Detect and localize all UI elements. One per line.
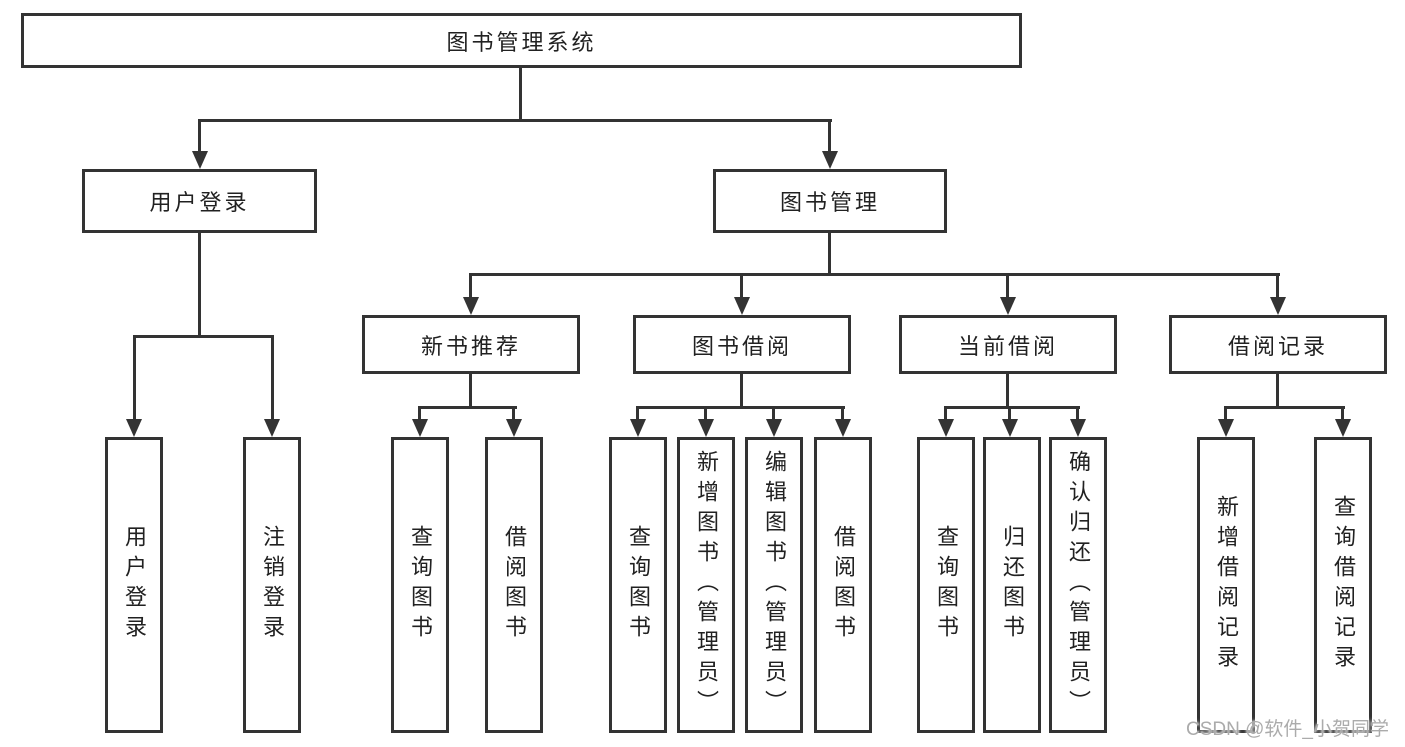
arrow-down-icon	[1000, 297, 1016, 315]
connector-hline	[636, 406, 845, 409]
connector-vline	[772, 406, 775, 421]
connector-vline	[418, 406, 421, 421]
leaf-label: 归还图书	[1000, 525, 1025, 645]
arrow-down-icon	[734, 297, 750, 315]
connector-vline	[198, 119, 201, 155]
node-book-management: 图书管理	[713, 169, 947, 233]
leaf-label: 用户登录	[122, 525, 147, 645]
csdn-watermark: CSDN @软件_小贺同学	[1186, 719, 1389, 740]
connector-hline	[944, 406, 1080, 409]
leaf-label: 查询图书	[626, 525, 651, 645]
leaf-label: 查询借阅记录	[1331, 495, 1356, 675]
connector-hline	[133, 335, 274, 338]
connector-vline	[133, 335, 136, 421]
node-book-borrowing: 图书借阅	[633, 315, 851, 374]
leaf-user-login: 用户登录	[105, 437, 163, 733]
arrow-down-icon	[463, 297, 479, 315]
arrow-down-icon	[822, 151, 838, 169]
leaf-edit-books-admin: 编辑图书（管理员）	[745, 437, 803, 733]
connector-vline	[512, 406, 515, 421]
connector-vline	[740, 374, 743, 406]
connector-vline	[469, 374, 472, 406]
node-label: 当前借阅	[957, 333, 1058, 359]
connector-vline	[1008, 406, 1011, 421]
node-label: 借阅记录	[1227, 333, 1328, 359]
connector-vline	[1224, 406, 1227, 421]
arrow-down-icon	[630, 419, 646, 437]
connector-vline	[841, 406, 844, 421]
arrow-down-icon	[698, 419, 714, 437]
connector-vline	[740, 273, 743, 299]
arrow-down-icon	[412, 419, 428, 437]
leaf-confirm-return-admin: 确认归还（管理员）	[1049, 437, 1107, 733]
connector-vline	[469, 273, 472, 299]
node-label: 图书管理系统	[446, 29, 597, 55]
node-borrow-records: 借阅记录	[1169, 315, 1387, 374]
arrow-down-icon	[1270, 297, 1286, 315]
node-library-system: 图书管理系统	[21, 13, 1022, 68]
node-label: 新书推荐	[420, 333, 521, 359]
arrow-down-icon	[766, 419, 782, 437]
arrow-down-icon	[938, 419, 954, 437]
connector-vline	[271, 335, 274, 421]
leaf-label: 借阅图书	[831, 525, 856, 645]
arrow-down-icon	[1070, 419, 1086, 437]
connector-vline	[828, 233, 831, 273]
leaf-label: 新增图书（管理员）	[694, 450, 719, 720]
arrow-down-icon	[126, 419, 142, 437]
leaf-query-books-current: 查询图书	[917, 437, 975, 733]
leaf-borrow-books-new: 借阅图书	[485, 437, 543, 733]
node-label: 用户登录	[149, 190, 250, 215]
leaf-label: 确认归还（管理员）	[1066, 450, 1091, 720]
leaf-logout: 注销登录	[243, 437, 301, 733]
connector-vline	[1076, 406, 1079, 421]
node-label: 图书管理	[779, 190, 880, 215]
leaf-borrow-books: 借阅图书	[814, 437, 872, 733]
node-current-borrowing: 当前借阅	[899, 315, 1117, 374]
connector-hline	[418, 406, 517, 409]
arrow-down-icon	[1218, 419, 1234, 437]
connector-vline	[1276, 273, 1279, 299]
leaf-label: 编辑图书（管理员）	[762, 450, 787, 720]
connector-vline	[1006, 273, 1009, 299]
leaf-label: 查询图书	[934, 525, 959, 645]
connector-hline	[1224, 406, 1345, 409]
connector-vline	[198, 233, 201, 335]
connector-vline	[944, 406, 947, 421]
connector-vline	[1341, 406, 1344, 421]
connector-vline	[1006, 374, 1009, 406]
leaf-add-books-admin: 新增图书（管理员）	[677, 437, 735, 733]
connector-vline	[519, 68, 522, 120]
node-new-book-recommend: 新书推荐	[362, 315, 580, 374]
arrow-down-icon	[1335, 419, 1351, 437]
leaf-add-borrow-record: 新增借阅记录	[1197, 437, 1255, 733]
leaf-label: 借阅图书	[502, 525, 527, 645]
leaf-query-books-borrow: 查询图书	[609, 437, 667, 733]
connector-vline	[704, 406, 707, 421]
leaf-return-books: 归还图书	[983, 437, 1041, 733]
leaf-query-books-new: 查询图书	[391, 437, 449, 733]
connector-hline	[198, 119, 832, 122]
connector-vline	[828, 119, 831, 155]
arrow-down-icon	[1002, 419, 1018, 437]
arrow-down-icon	[264, 419, 280, 437]
leaf-label: 注销登录	[260, 525, 285, 645]
arrow-down-icon	[835, 419, 851, 437]
connector-vline	[636, 406, 639, 421]
leaf-label: 新增借阅记录	[1214, 495, 1239, 675]
arrow-down-icon	[506, 419, 522, 437]
connector-vline	[1276, 374, 1279, 406]
node-label: 图书借阅	[691, 333, 792, 359]
arrow-down-icon	[192, 151, 208, 169]
leaf-label: 查询图书	[408, 525, 433, 645]
leaf-query-borrow-record: 查询借阅记录	[1314, 437, 1372, 733]
node-user-login: 用户登录	[82, 169, 317, 233]
connector-hline	[470, 273, 1280, 276]
